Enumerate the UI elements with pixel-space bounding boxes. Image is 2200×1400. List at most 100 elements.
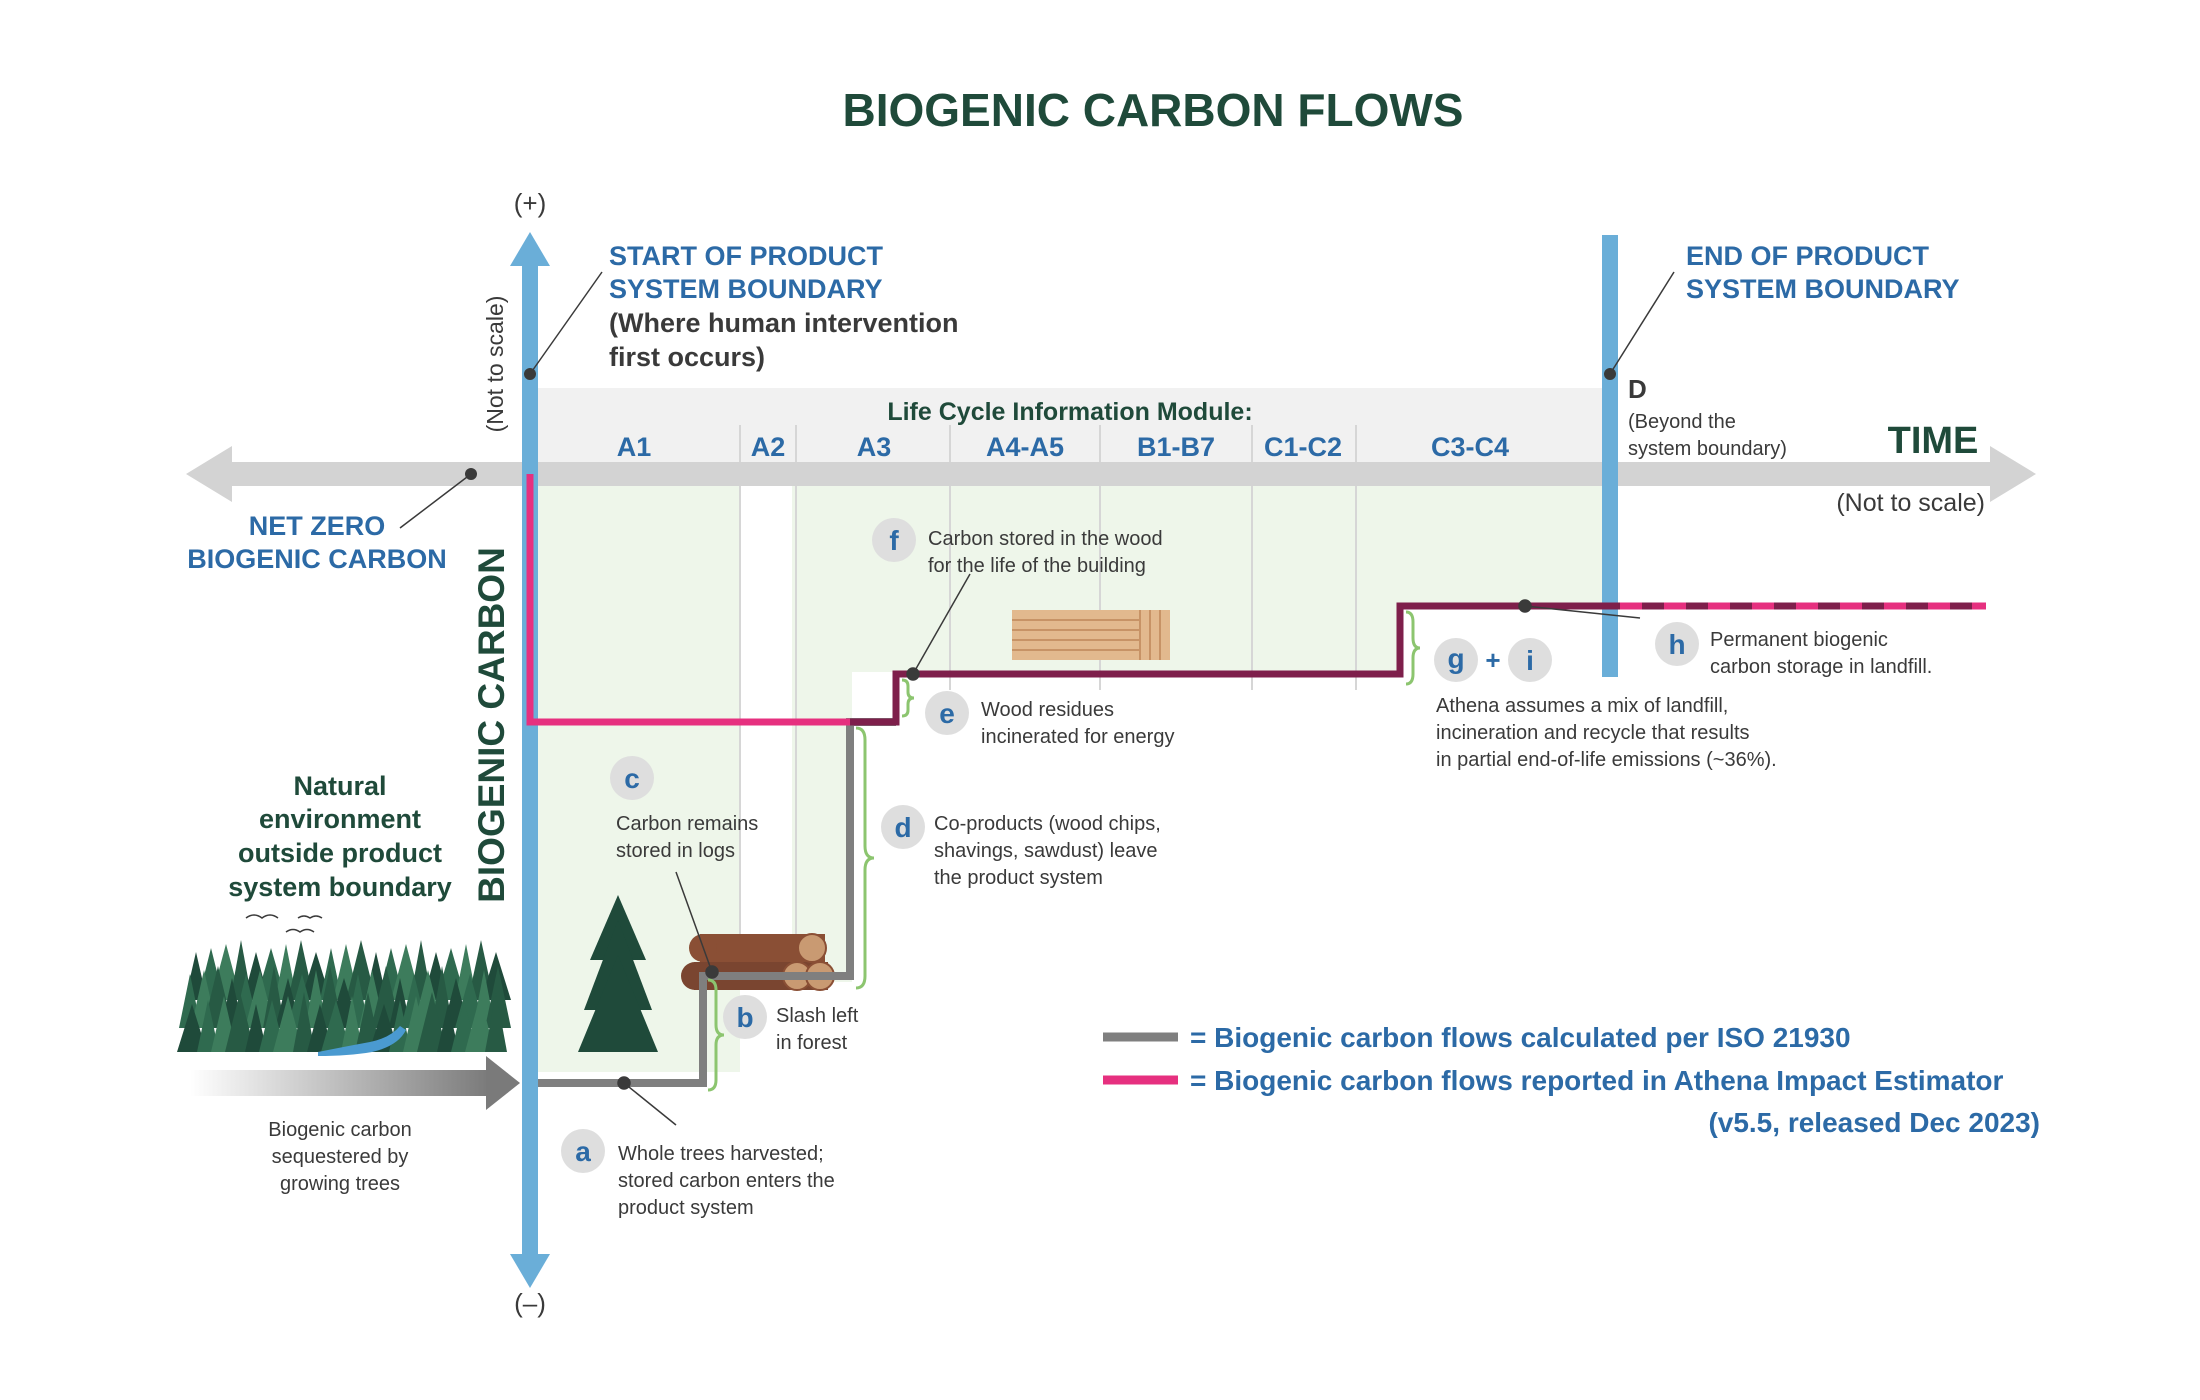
annotation-f-line-1: Carbon stored in the wood <box>928 528 1163 550</box>
annotation-d-line-2: shavings, sawdust) leave <box>934 840 1157 862</box>
start-boundary-leader <box>529 271 603 375</box>
forest-tree <box>465 996 495 1052</box>
annotation-b-badge <box>723 995 767 1039</box>
forest-tree <box>341 996 363 1052</box>
annotation-e-letter: e <box>939 698 955 729</box>
annotation-g-i: g + i Athena assumes a mix of landfill, … <box>1434 638 1777 771</box>
annotation-gi-line-1: Athena assumes a mix of landfill, <box>1436 695 1728 717</box>
forest-tree <box>321 1000 351 1052</box>
tree-icon <box>578 895 658 1052</box>
sequestered-label: Biogenic carbon sequestered by growing t… <box>268 1119 411 1195</box>
annotation-b: b Slash left in forest <box>723 995 859 1054</box>
module-label-a3: A3 <box>857 432 892 462</box>
svg-text:Biogenic carbon: Biogenic carbon <box>268 1119 411 1141</box>
start-boundary-label: START OF PRODUCT SYSTEM BOUNDARY (Where … <box>609 241 959 372</box>
annotation-a-line-1: Whole trees harvested; <box>618 1143 824 1165</box>
braces <box>707 610 1421 1092</box>
annotation-d-line-1: Co-products (wood chips, <box>934 813 1161 835</box>
annotation-e-badge <box>925 691 969 735</box>
annotation-c-badge <box>610 756 654 800</box>
svg-text:outside product: outside product <box>238 838 442 868</box>
d-sub-1: (Beyond the <box>1628 411 1736 433</box>
annotation-d-badge <box>881 805 925 849</box>
svg-text:SYSTEM BOUNDARY: SYSTEM BOUNDARY <box>1686 274 1960 304</box>
module-label-a2: A2 <box>751 432 786 462</box>
svg-text:Natural: Natural <box>293 771 386 801</box>
annotation-gi-line-2: incineration and recycle that results <box>1436 722 1750 744</box>
annotation-a-line-3: product system <box>618 1197 754 1219</box>
svg-text:NET ZERO: NET ZERO <box>249 511 386 541</box>
time-not-to-scale: (Not to scale) <box>1836 489 1985 517</box>
legend-athena-version: (v5.5, released Dec 2023) <box>1708 1107 2040 1138</box>
svg-text:BIOGENIC CARBON: BIOGENIC CARBON <box>187 544 447 574</box>
legend-iso-label: = Biogenic carbon flows calculated per I… <box>1190 1022 1851 1053</box>
annotation-f-line-2: for the life of the building <box>928 555 1146 577</box>
time-label: TIME <box>1888 420 1979 462</box>
stream-shape <box>318 1026 406 1056</box>
lumber-icon <box>1012 610 1170 660</box>
axis-plus: (+) <box>514 188 547 218</box>
annotation-e-line-2: incinerated for energy <box>981 726 1174 748</box>
annotation-b-letter: b <box>736 1002 753 1033</box>
athena-flow-line-pink <box>526 474 896 726</box>
forest-tree <box>177 1004 207 1052</box>
birds-icon <box>245 914 323 933</box>
annotation-d-line-3: the product system <box>934 867 1103 889</box>
axis-not-to-scale: (Not to scale) <box>482 296 508 433</box>
module-label-c1-c2: C1-C2 <box>1264 432 1342 462</box>
annotation-d: d Co-products (wood chips, shavings, saw… <box>881 805 1161 889</box>
forest-tree <box>245 1004 267 1052</box>
module-label-d: D <box>1628 374 1647 404</box>
net-zero-leader <box>399 473 472 529</box>
svg-text:(Where human intervention: (Where human intervention <box>609 308 959 338</box>
annotation-c: c Carbon remains stored in logs <box>610 756 758 862</box>
forest-tree <box>273 996 303 1052</box>
annotation-h-letter: h <box>1668 629 1685 660</box>
module-band <box>536 388 1606 462</box>
annotation-e: e Wood residues incinerated for energy <box>925 691 1174 748</box>
annotation-g-letter: g <box>1447 643 1464 674</box>
time-axis <box>186 446 2036 502</box>
annotation-gi-line-3: in partial end-of-life emissions (~36%). <box>1436 749 1777 771</box>
svg-text:environment: environment <box>259 804 421 834</box>
annotation-i-letter: i <box>1526 645 1534 676</box>
forest-tree <box>437 1004 459 1052</box>
d-sub-2: system boundary) <box>1628 438 1787 460</box>
diagram-title: BIOGENIC CARBON FLOWS <box>843 84 1464 136</box>
annotation-leaders <box>617 573 1641 1126</box>
forest-tree <box>417 992 447 1052</box>
module-label-a4-a5: A4-A5 <box>986 432 1064 462</box>
svg-text:first occurs): first occurs) <box>609 342 765 372</box>
legend: = Biogenic carbon flows calculated per I… <box>1103 1022 2040 1138</box>
annotation-h-line-2: carbon storage in landfill. <box>1710 656 1932 678</box>
module-labels: A1 A2 A3 A4-A5 B1-B7 C1-C2 C3-C4 <box>617 432 1509 462</box>
svg-text:growing trees: growing trees <box>280 1173 400 1195</box>
svg-text:sequestered by: sequestered by <box>272 1146 409 1168</box>
forest-tree <box>293 992 315 1052</box>
module-label-a1: A1 <box>617 432 652 462</box>
annotation-b-line-2: in forest <box>776 1032 848 1054</box>
stage-area-a3-upper <box>792 462 852 722</box>
annotation-a-letter: a <box>575 1136 591 1167</box>
forest-tree <box>197 1000 219 1052</box>
annotation-e-line-1: Wood residues <box>981 699 1114 721</box>
biogenic-carbon-axis-label: BIOGENIC CARBON <box>471 547 512 903</box>
module-label-b1-b7: B1-B7 <box>1137 432 1215 462</box>
annotation-h-badge <box>1655 622 1699 666</box>
athena-flow-line <box>850 602 1986 726</box>
start-boundary-dot <box>524 368 536 380</box>
annotation-a-line-2: stored carbon enters the <box>618 1170 835 1192</box>
biogenic-carbon-axis <box>510 232 550 1288</box>
annotation-c-line-2: stored in logs <box>616 840 735 862</box>
forest-tree <box>485 992 507 1052</box>
annotation-i-badge <box>1508 638 1552 682</box>
svg-text:END OF PRODUCT: END OF PRODUCT <box>1686 241 1930 271</box>
svg-text:SYSTEM BOUNDARY: SYSTEM BOUNDARY <box>609 274 883 304</box>
annotation-h: h Permanent biogenic carbon storage in l… <box>1655 622 1932 678</box>
natural-environment-label: Natural environment outside product syst… <box>228 771 452 902</box>
annotation-a-badge <box>561 1129 605 1173</box>
svg-text:START OF PRODUCT: START OF PRODUCT <box>609 241 883 271</box>
module-label-c3-c4: C3-C4 <box>1431 432 1509 462</box>
net-zero-label: NET ZERO BIOGENIC CARBON <box>187 511 447 574</box>
